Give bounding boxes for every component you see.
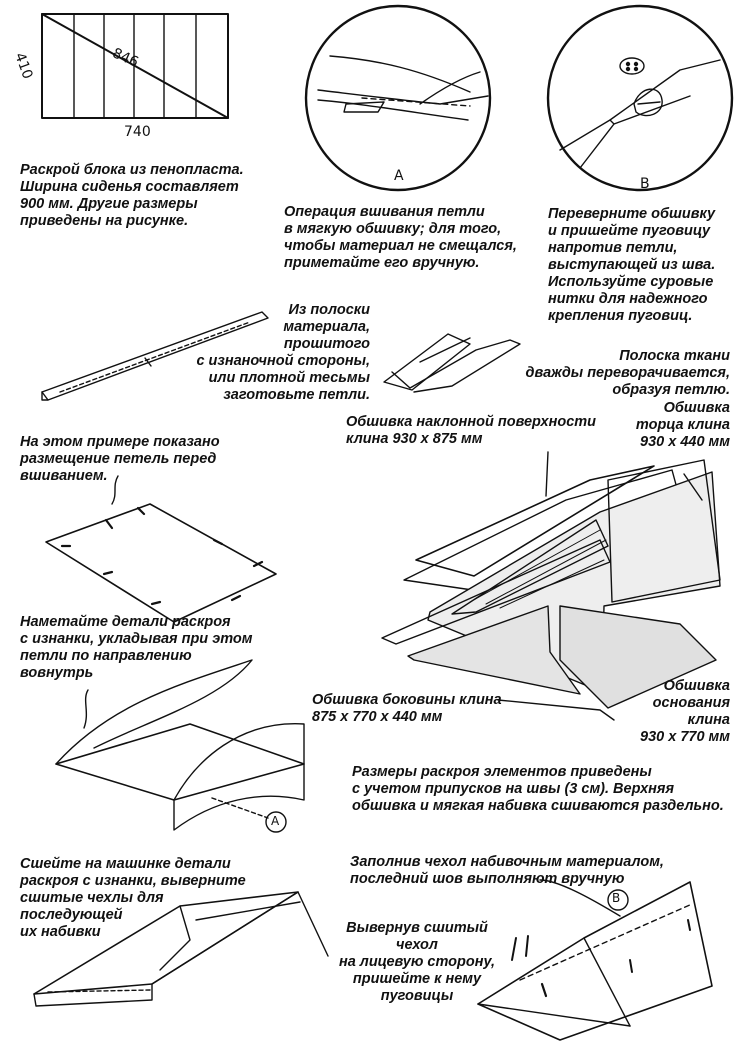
basting-marker: A: [271, 814, 279, 828]
detail-b-drawing: [548, 6, 732, 190]
detail-a-marker: A: [394, 168, 404, 184]
finishing-marker: B: [612, 891, 620, 905]
end-cover-label: Обшивка торца клина 930 х 440 мм: [610, 400, 730, 451]
loop-placement-drawing: [46, 476, 276, 622]
detail-b-caption: Переверните обшивку и пришейте пуговицу …: [548, 206, 733, 325]
slope-cover-label: Обшивка наклонной поверхности клина 930 …: [346, 414, 606, 448]
sewing-caption: Сшейте на машинке детали раскроя с изнан…: [20, 856, 260, 941]
placement-caption: На этом примере показано размещение пете…: [20, 434, 260, 485]
detail-a-caption: Операция вшивания петли в мягкую обшивку…: [284, 204, 524, 272]
base-cover-label: Обшивка основания клина 930 х 770 мм: [610, 678, 730, 746]
basting-caption: Наметайте детали раскроя с изнанки, укла…: [20, 614, 260, 682]
buttons-caption: Вывернув сшитый чехол на лицевую сторону…: [332, 920, 502, 1005]
basting-drawing: [56, 660, 304, 832]
detail-b-marker: B: [640, 176, 650, 192]
block-caption: Раскрой блока из пенопласта. Ширина сиде…: [20, 162, 270, 230]
block-width-label: 740: [124, 124, 151, 140]
side-cover-label: Обшивка боковины клина 875 х 770 х 440 м…: [312, 692, 532, 726]
finished-wedge-drawing: [478, 880, 712, 1040]
finishing-caption: Заполнив чехол набивочным материалом, по…: [350, 854, 670, 888]
seam-allowance-note: Размеры раскроя элементов приведены с уч…: [352, 764, 737, 815]
detail-a-drawing: [306, 6, 490, 190]
strip-caption: Из полоски материала, прошитого с изнано…: [190, 302, 370, 404]
loop-caption: Полоска ткани дважды переворачивается, о…: [500, 348, 730, 399]
